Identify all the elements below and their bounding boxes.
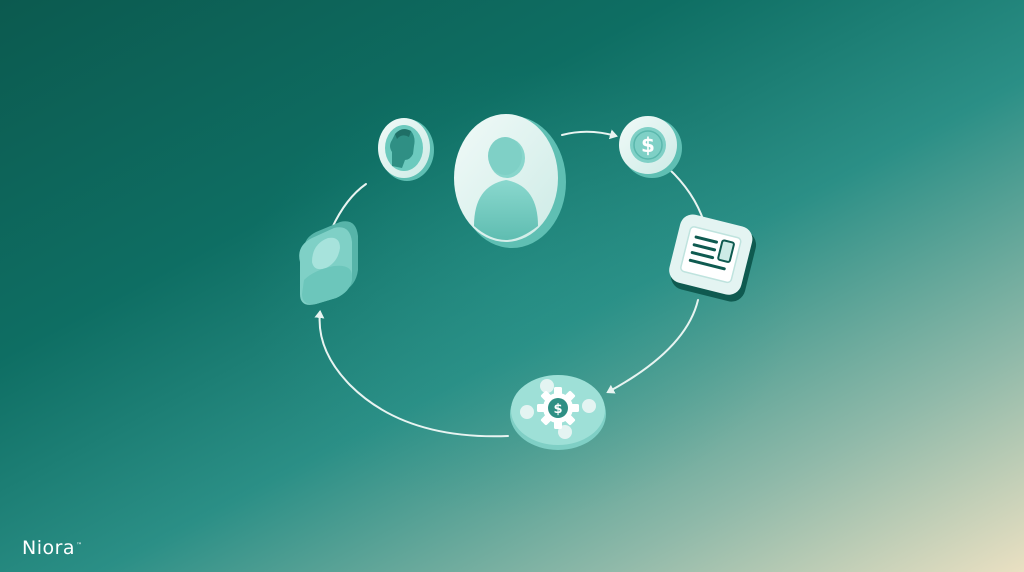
arrow-user-to-small-profile xyxy=(331,183,367,229)
payment-node: $ xyxy=(619,116,682,178)
automation-symbol: $ xyxy=(553,402,562,417)
profile-silhouette-icon xyxy=(385,125,423,171)
brand-name: Niora xyxy=(22,537,76,559)
brand-logo: Niora™ xyxy=(22,539,82,558)
gear-dollar-icon: $ xyxy=(520,379,596,439)
arrow-document-to-automation xyxy=(606,299,699,394)
automation-node: $ xyxy=(510,375,606,450)
arrow-profile-to-payment xyxy=(561,129,618,140)
user-avatar-icon xyxy=(474,137,538,240)
dollar-coin-icon: $ xyxy=(630,127,666,163)
large-profile-node xyxy=(454,114,566,248)
document-node xyxy=(669,214,757,302)
user-node xyxy=(299,221,358,305)
document-icon xyxy=(680,226,742,284)
payment-symbol: $ xyxy=(641,133,655,157)
small-profile-node xyxy=(378,118,434,181)
arrow-payment-to-document xyxy=(667,167,705,223)
brand-trademark: ™ xyxy=(76,541,83,549)
person-icon xyxy=(299,227,352,305)
cycle-connectors xyxy=(314,129,705,438)
arrow-automation-to-user xyxy=(314,310,509,438)
